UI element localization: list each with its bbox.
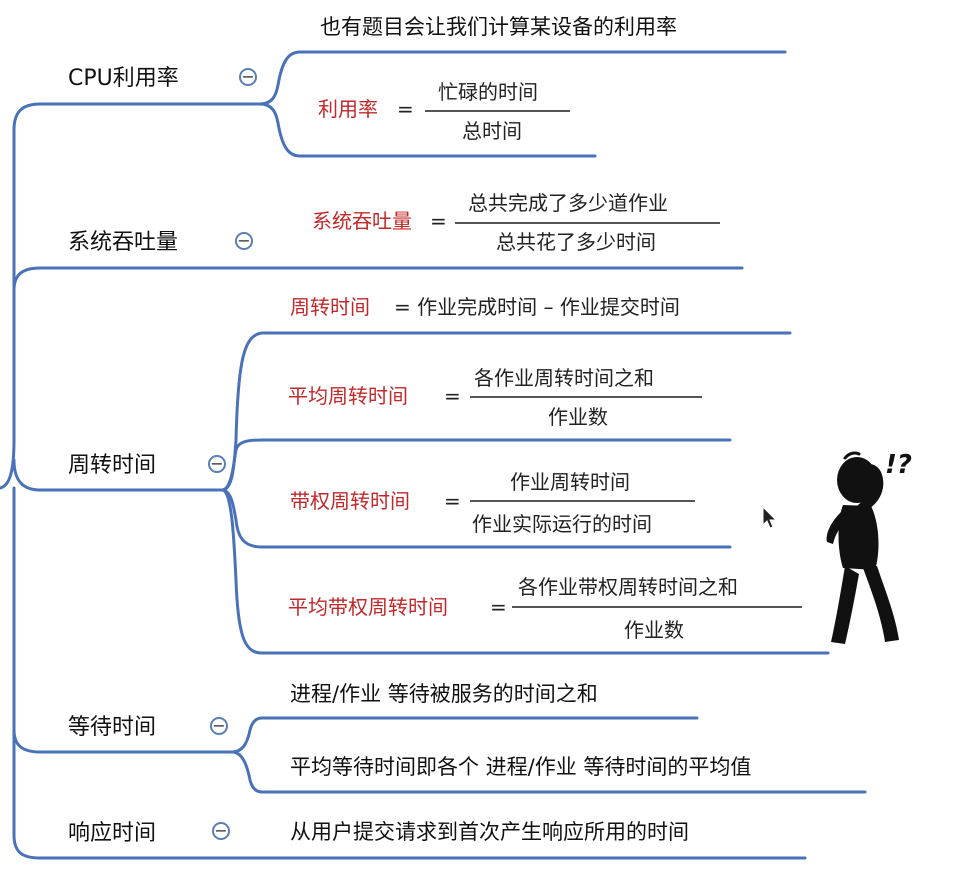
avg-weighted-turnaround-denominator: 作业数 — [624, 618, 684, 642]
fraction-bar — [470, 500, 695, 502]
waiting-time-definition[interactable]: 进程/作业 等待被服务的时间之和 — [290, 682, 598, 706]
utilization-label: 利用率 — [318, 97, 378, 121]
avg-turnaround-label: 平均周转时间 — [288, 384, 408, 408]
response-time-definition[interactable]: 从用户提交请求到首次产生响应所用的时间 — [290, 820, 689, 844]
weighted-turnaround-numerator: 作业周转时间 — [510, 470, 630, 494]
total-time-denominator: 总时间 — [462, 119, 522, 143]
mouse-cursor-icon — [762, 506, 778, 529]
avg-waiting-time-definition[interactable]: 平均等待时间即各个 进程/作业 等待时间的平均值 — [290, 755, 752, 779]
weighted-turnaround-label: 带权周转时间 — [290, 489, 410, 513]
topic-system-throughput[interactable]: 系统吞吐量 — [68, 230, 179, 255]
equals-sign: = — [444, 489, 461, 513]
avg-weighted-turnaround-label: 平均带权周转时间 — [288, 595, 448, 619]
throughput-label: 系统吞吐量 — [312, 209, 412, 233]
collapse-icon[interactable]: − — [212, 822, 230, 840]
busy-time-numerator: 忙碌的时间 — [438, 80, 538, 104]
avg-turnaround-numerator: 各作业周转时间之和 — [474, 366, 654, 390]
turnaround-label: 周转时间 — [290, 295, 370, 319]
topic-turnaround-time[interactable]: 周转时间 — [68, 453, 157, 478]
exclaim-text: !? — [885, 450, 912, 480]
collapse-icon[interactable]: − — [208, 455, 226, 473]
equals-sign: = — [444, 384, 461, 408]
turnaround-definition: = 作业完成时间 – 作业提交时间 — [394, 295, 680, 319]
total-time-spent-denominator: 总共花了多少时间 — [496, 230, 656, 254]
collapse-icon[interactable]: − — [210, 717, 228, 735]
collapse-icon[interactable]: − — [235, 232, 253, 250]
equals-sign: = — [490, 595, 507, 619]
fraction-bar — [455, 222, 720, 224]
confused-figure-illustration — [826, 451, 899, 644]
equals-sign: = — [397, 97, 414, 121]
topic-response-time[interactable]: 响应时间 — [68, 821, 157, 846]
cpu-device-note[interactable]: 也有题目会让我们计算某设备的利用率 — [320, 15, 677, 39]
equals-sign: = — [430, 209, 447, 233]
avg-turnaround-denominator: 作业数 — [548, 405, 608, 429]
collapse-icon[interactable]: − — [239, 68, 257, 86]
topic-waiting-time[interactable]: 等待时间 — [68, 715, 157, 740]
topic-cpu-utilization[interactable]: CPU利用率 — [68, 66, 179, 91]
fraction-bar — [512, 606, 802, 608]
avg-weighted-turnaround-numerator: 各作业带权周转时间之和 — [518, 575, 738, 599]
jobs-completed-numerator: 总共完成了多少道作业 — [468, 191, 668, 215]
fraction-bar — [470, 396, 702, 398]
weighted-turnaround-denominator: 作业实际运行的时间 — [472, 512, 652, 536]
fraction-bar — [425, 110, 570, 112]
